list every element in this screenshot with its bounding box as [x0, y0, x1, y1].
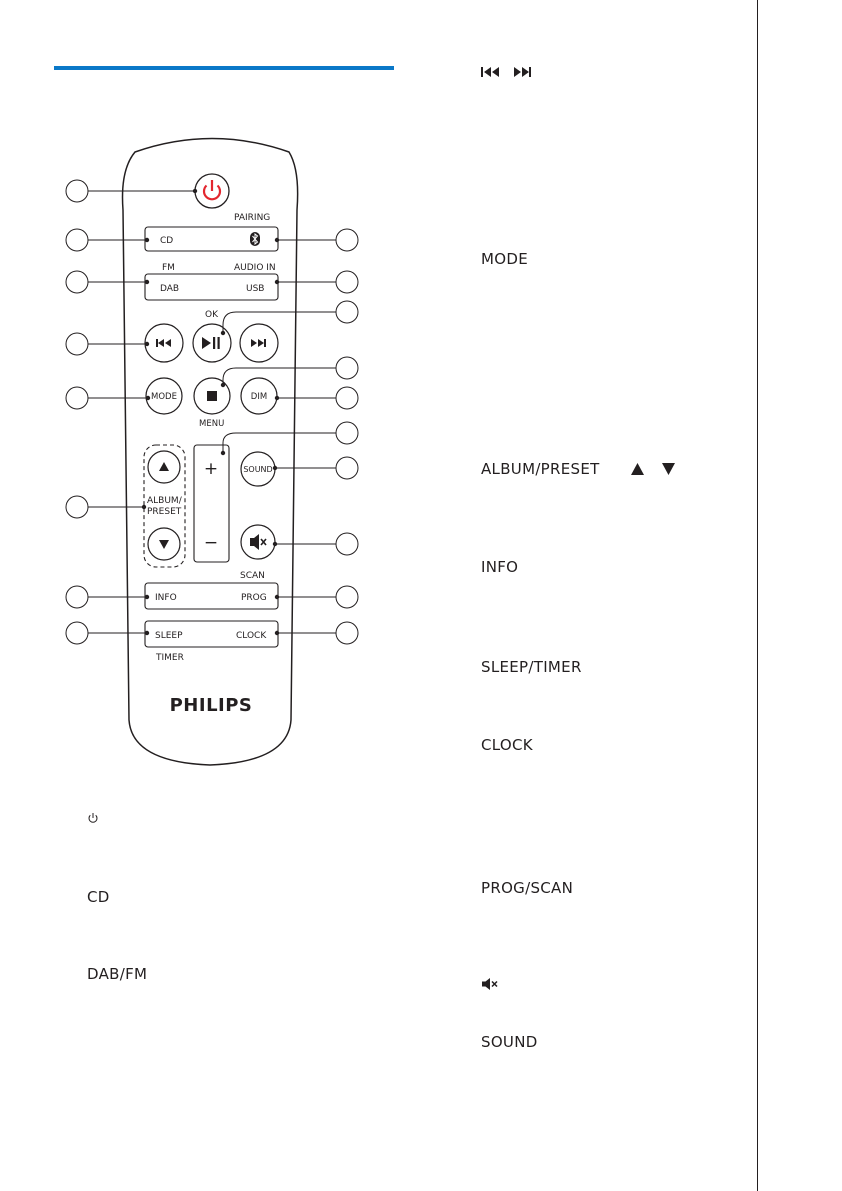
preset-up-button[interactable] [147, 450, 181, 484]
sound-button-label: SOUND [243, 465, 272, 474]
mute-button[interactable] [240, 524, 276, 560]
down-triangle-icon [159, 540, 169, 549]
ok-label: OK [205, 310, 219, 320]
section-accent-bar [54, 66, 394, 70]
cd-button-label: CD [160, 236, 173, 246]
stop-button[interactable] [193, 377, 231, 415]
timer-label: TIMER [155, 653, 184, 663]
page-edge-line [757, 0, 758, 1191]
bluetooth-icon [250, 232, 260, 246]
preset-down-button[interactable] [147, 527, 181, 561]
power-button[interactable] [194, 173, 230, 209]
mute-icon [250, 534, 267, 550]
play-pause-icon [202, 337, 211, 349]
legend-dab-fm: DAB/FM [87, 965, 148, 983]
dim-button[interactable]: DIM [240, 377, 278, 415]
info-button-label: INFO [155, 593, 177, 603]
dab-usb-button-bar[interactable] [144, 273, 279, 301]
prev-next-icon [481, 67, 531, 77]
volume-down-label: − [204, 533, 218, 553]
clock-button-label: CLOCK [236, 631, 267, 641]
next-icon [251, 339, 264, 347]
legend-sleep-timer: SLEEP/TIMER [481, 658, 582, 676]
mode-button-label: MODE [151, 392, 177, 402]
callout-dots-right [220, 237, 280, 636]
next-button[interactable] [239, 323, 279, 363]
album-preset-group [143, 444, 186, 568]
pairing-label: PAIRING [234, 213, 270, 223]
callouts-left [65, 179, 195, 645]
sleep-button-label: SLEEP [155, 631, 183, 641]
up-triangle-icon [159, 462, 169, 471]
dab-button-label: DAB [160, 284, 179, 294]
previous-button[interactable] [144, 323, 184, 363]
audio-in-label: AUDIO IN [234, 263, 276, 273]
volume-rocker[interactable] [193, 444, 230, 563]
previous-icon [158, 339, 171, 347]
legend-album-preset: ALBUM/PRESET [481, 460, 600, 478]
sound-button[interactable]: SOUND [240, 451, 276, 487]
legend-info: INFO [481, 558, 519, 576]
callout-dots-left [141, 188, 198, 636]
legend-cd: CD [87, 888, 110, 906]
play-pause-button[interactable] [192, 323, 232, 363]
remote-control-diagram: PAIRING CD FM AUDIO IN DAB USB OK MODE M… [65, 137, 359, 766]
legend-sound: SOUND [481, 1033, 538, 1051]
mute-icon [482, 978, 498, 990]
up-down-triangle-icons [631, 463, 675, 475]
usb-button-label: USB [246, 284, 264, 294]
stop-icon [207, 391, 217, 401]
dim-button-label: DIM [251, 392, 267, 402]
callouts-right [222, 228, 359, 645]
menu-label: MENU [199, 419, 224, 429]
scan-label: SCAN [240, 571, 265, 581]
power-icon [202, 184, 222, 201]
legend-prog-scan: PROG/SCAN [481, 879, 574, 897]
mode-button[interactable]: MODE [145, 377, 183, 415]
preset-label: PRESET [147, 507, 182, 517]
brand-logo: PHILIPS [170, 695, 253, 716]
album-label: ALBUM/ [147, 496, 183, 506]
prog-button-label: PROG [241, 593, 267, 603]
legend-mode: MODE [481, 250, 528, 268]
fm-label: FM [162, 263, 175, 273]
power-icon [88, 813, 98, 823]
legend-clock: CLOCK [481, 736, 533, 754]
volume-up-label: + [204, 459, 218, 479]
